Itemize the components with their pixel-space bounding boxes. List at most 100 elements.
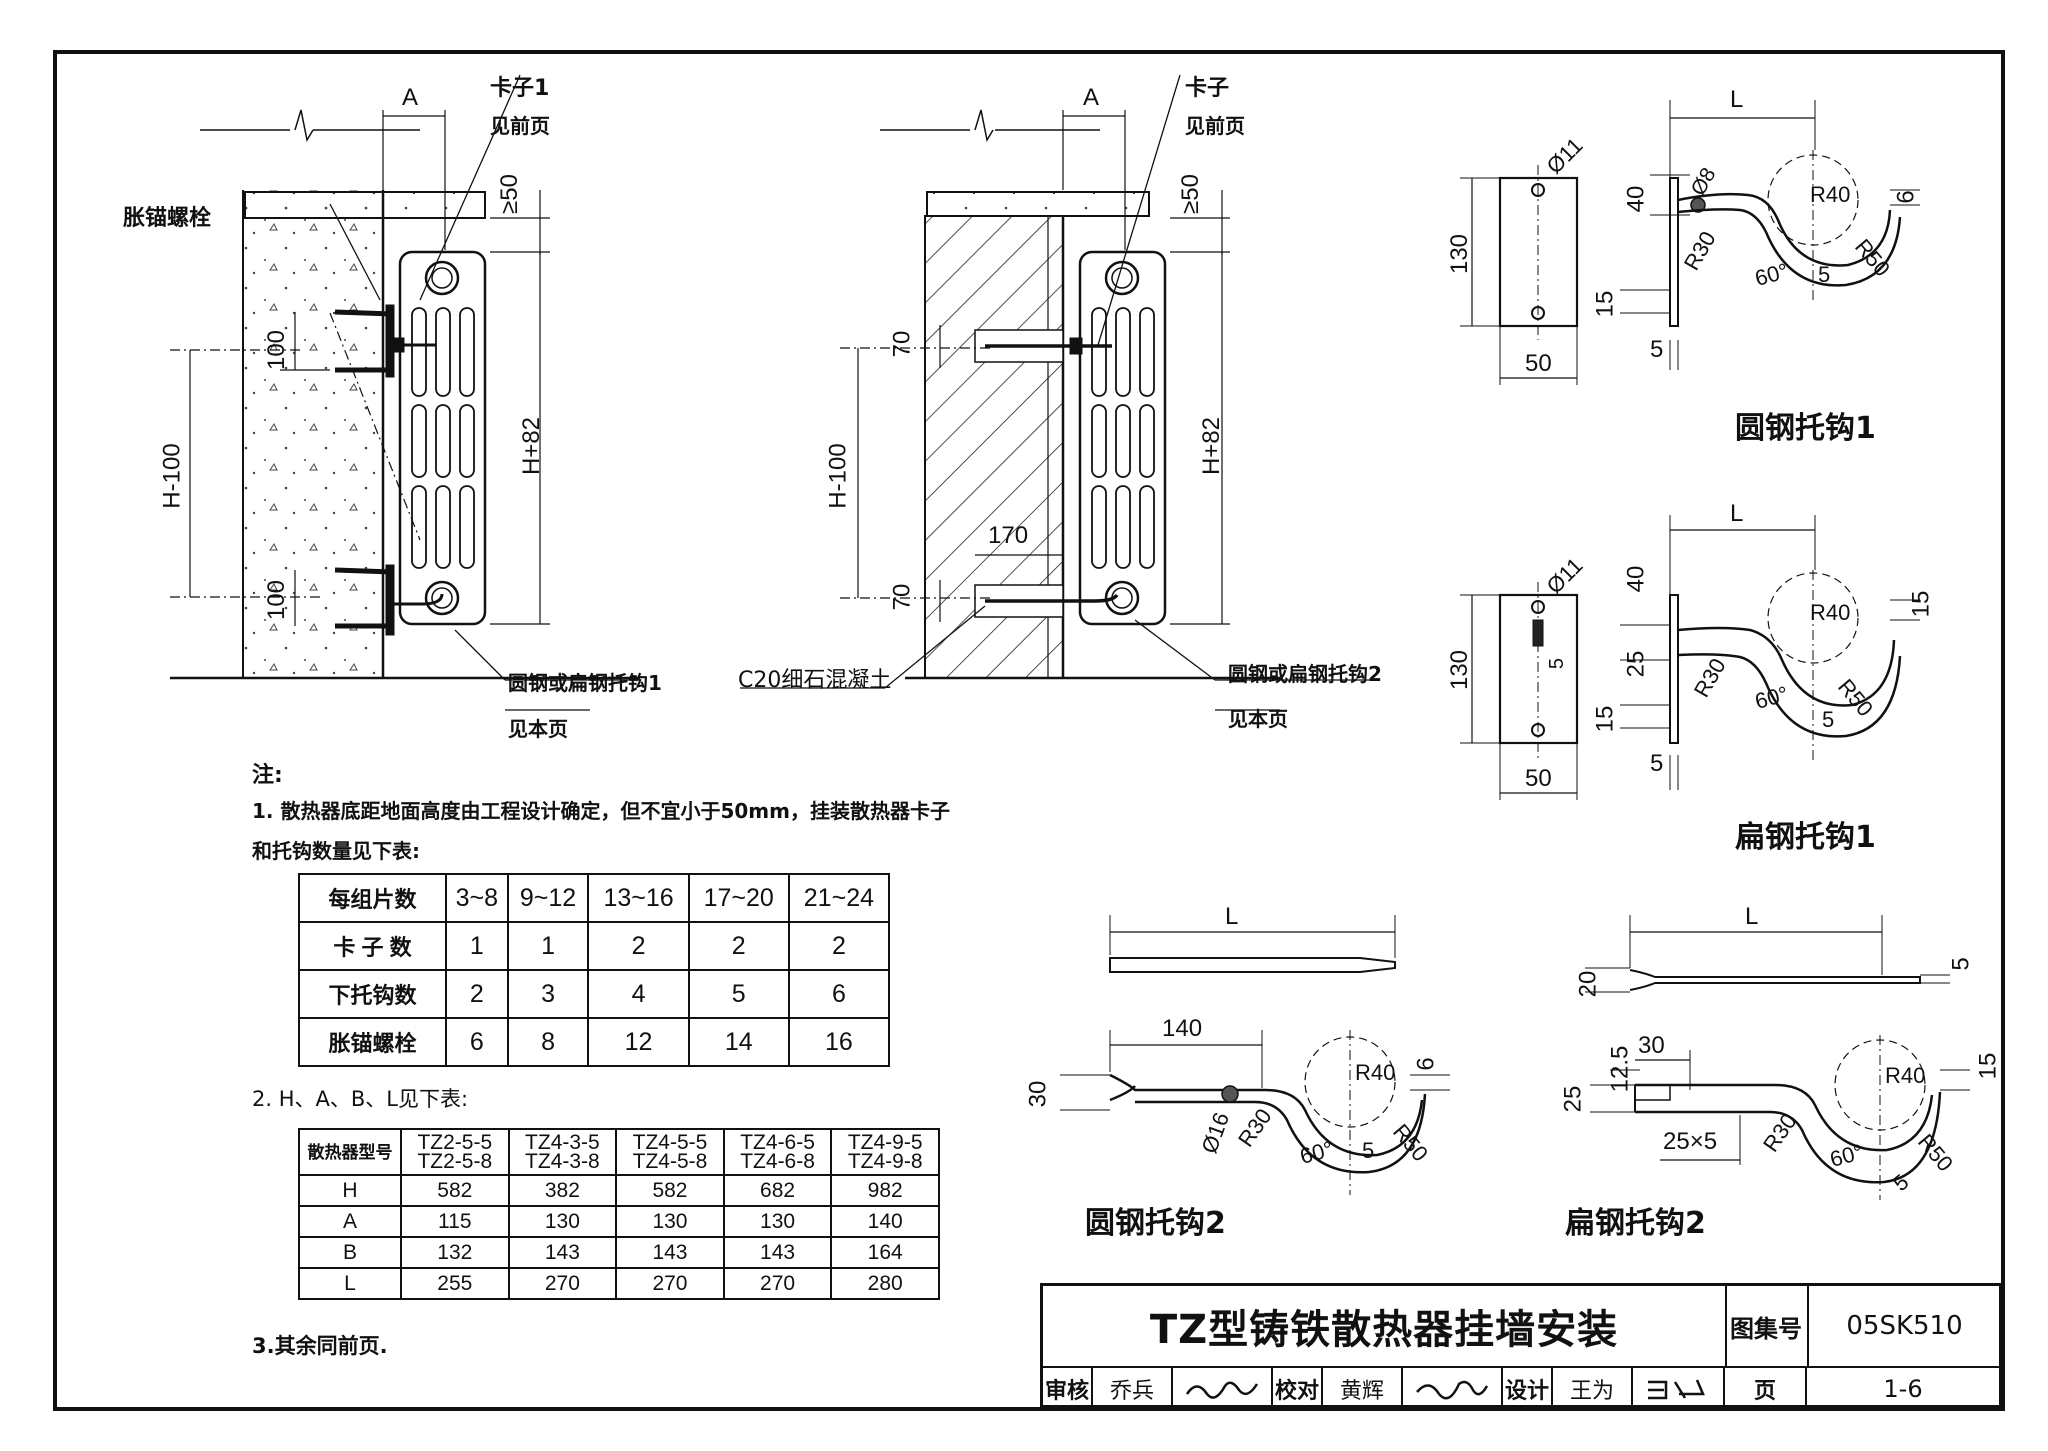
table-cell: 2 xyxy=(787,921,891,971)
table-cell: 143 xyxy=(507,1236,618,1269)
round-hook-1-title: 圆钢托钩1 xyxy=(1735,411,1876,446)
table-cell: 13~16 xyxy=(587,873,690,923)
rh1-dim-50: 50 xyxy=(1525,350,1552,377)
rh1-dim-40: 40 xyxy=(1622,185,1650,213)
model-line: TZ4-9-8 xyxy=(847,1150,923,1173)
check-name: 黄辉 xyxy=(1323,1368,1403,1410)
atlas-label: 图集号 xyxy=(1725,1286,1809,1366)
table-row-label: 下托钩数 xyxy=(298,969,447,1019)
table-row: 卡 子 数 1 1 2 2 2 xyxy=(298,921,891,971)
table-cell: 130 xyxy=(615,1205,725,1238)
notes-heading: 注: xyxy=(252,763,283,788)
rh2-dim-r40: R40 xyxy=(1355,1060,1396,1085)
middle-dim-70b: 70 xyxy=(888,583,916,611)
table-cell: 4 xyxy=(587,969,690,1019)
table-cell: 270 xyxy=(507,1267,618,1300)
fh2-dim-r40: R40 xyxy=(1885,1063,1926,1088)
model-line: TZ4-6-5 xyxy=(740,1131,815,1154)
page-label: 页 xyxy=(1725,1368,1807,1410)
table-cell: 5 xyxy=(687,969,790,1019)
left-dim-h100: H-100 xyxy=(158,443,186,509)
table-cell: 12 xyxy=(587,1017,690,1067)
middle-dim-170: 170 xyxy=(988,522,1029,549)
table-cell: 16 xyxy=(787,1017,891,1067)
design-label: 设计 xyxy=(1503,1368,1553,1410)
middle-clip-ref: 见前页 xyxy=(1185,114,1245,138)
table-row: L 255 270 270 270 280 xyxy=(298,1267,940,1300)
table-cell: 143 xyxy=(615,1236,725,1269)
left-dim-h82: H+82 xyxy=(518,416,546,476)
table-cell: 132 xyxy=(400,1236,510,1269)
table-cell: 21~24 xyxy=(787,873,891,923)
table-row-label: A xyxy=(298,1205,402,1238)
fh2-dim-12-5: 12.5 xyxy=(1606,1045,1634,1093)
review-signature xyxy=(1173,1368,1273,1410)
fh2-dim-30: 30 xyxy=(1638,1032,1665,1059)
left-dim-100a: 100 xyxy=(263,329,291,371)
table-cell: 115 xyxy=(400,1205,510,1238)
table-cell: 682 xyxy=(722,1174,833,1207)
left-install-view xyxy=(170,74,640,711)
page-number: 1-6 xyxy=(1883,1375,1923,1403)
table-cell: 382 xyxy=(507,1174,618,1207)
fh1-dim-r40: R40 xyxy=(1810,600,1851,625)
table-cell: 255 xyxy=(400,1267,510,1300)
rh1-dim-15: 15 xyxy=(1591,290,1619,318)
table-row: H 582 382 582 682 982 xyxy=(298,1174,940,1207)
model-line: TZ4-5-5 xyxy=(632,1131,708,1154)
note-3: 3.其余同前页. xyxy=(252,1334,388,1358)
fh1-dim-5b: 5 xyxy=(1822,707,1835,732)
table-cell: 9~12 xyxy=(506,873,590,923)
fh1-dim-15b: 15 xyxy=(1907,590,1935,618)
design-signature xyxy=(1633,1368,1725,1410)
middle-clip-label: 卡子 xyxy=(1185,76,1230,101)
table-header-label: 散热器型号 xyxy=(298,1128,402,1176)
table-cell: 130 xyxy=(722,1205,833,1238)
middle-concrete-label: C20细石混凝土 xyxy=(738,668,892,693)
table-cell: 270 xyxy=(615,1267,725,1300)
table-cell: 3 xyxy=(506,969,590,1019)
round-hook-2-drawing xyxy=(1060,915,1450,1195)
model-line: TZ4-3-8 xyxy=(525,1150,600,1173)
left-hook-ref: 见本页 xyxy=(508,717,568,741)
note-1-line-2: 和托钩数量见下表: xyxy=(252,839,420,863)
middle-dim-top: ≥50 xyxy=(1176,174,1204,214)
table-cell: 8 xyxy=(506,1017,590,1067)
model-line: TZ2-5-8 xyxy=(417,1150,493,1173)
title-block: TZ型铸铁散热器挂墙安装 图集号 05SK510 审核 乔兵 校对 黄辉 设计 … xyxy=(1040,1283,2002,1410)
table-row-label: 卡 子 数 xyxy=(298,921,447,971)
fh1-dim-40: 40 xyxy=(1622,565,1650,593)
rh1-dim-r40: R40 xyxy=(1810,182,1851,207)
check-label: 校对 xyxy=(1273,1368,1323,1410)
left-clip-ref: 见前页 xyxy=(490,114,550,138)
table-row-label: H xyxy=(298,1174,402,1207)
rh2-dim-30: 30 xyxy=(1024,1080,1052,1108)
middle-dim-70a: 70 xyxy=(888,330,916,358)
table-cell: 1 xyxy=(445,921,509,971)
flat-hook-1-title: 扁钢托钩1 xyxy=(1735,820,1876,855)
round-hook-2-title: 圆钢托钩2 xyxy=(1085,1206,1226,1241)
signature-row: 审核 乔兵 校对 黄辉 设计 王为 页 1-6 xyxy=(1043,1366,1999,1410)
fh1-dim-25: 25 xyxy=(1622,650,1650,678)
rh1-dim-6: 6 xyxy=(1892,190,1920,204)
rh2-dim-5: 5 xyxy=(1362,1138,1375,1163)
quantity-table: 每组片数 3~8 9~12 13~16 17~20 21~24 卡 子 数 1 … xyxy=(298,873,891,1067)
table-cell: 130 xyxy=(507,1205,618,1238)
table-row: 每组片数 3~8 9~12 13~16 17~20 21~24 xyxy=(298,873,891,923)
fh2-dim-5: 5 xyxy=(1947,957,1975,971)
review-signature-mark xyxy=(1185,1381,1259,1399)
note-1-line-1: 1. 散热器底距地面高度由工程设计确定，但不宜小于50mm，挂装散热器卡子 xyxy=(252,799,950,823)
model-line: TZ4-5-8 xyxy=(632,1150,708,1173)
table-cell: 164 xyxy=(830,1236,940,1269)
table-row: A 115 130 130 130 140 xyxy=(298,1205,940,1238)
drawing-title: TZ型铸铁散热器挂墙安装 xyxy=(1043,1286,1727,1366)
middle-install-view xyxy=(740,74,1375,711)
left-dim-a: A xyxy=(402,84,419,111)
model-line: TZ4-3-5 xyxy=(525,1131,600,1154)
left-dim-top: ≥50 xyxy=(495,174,523,214)
left-hook-label: 圆钢或扁钢托钩1 xyxy=(508,671,662,695)
